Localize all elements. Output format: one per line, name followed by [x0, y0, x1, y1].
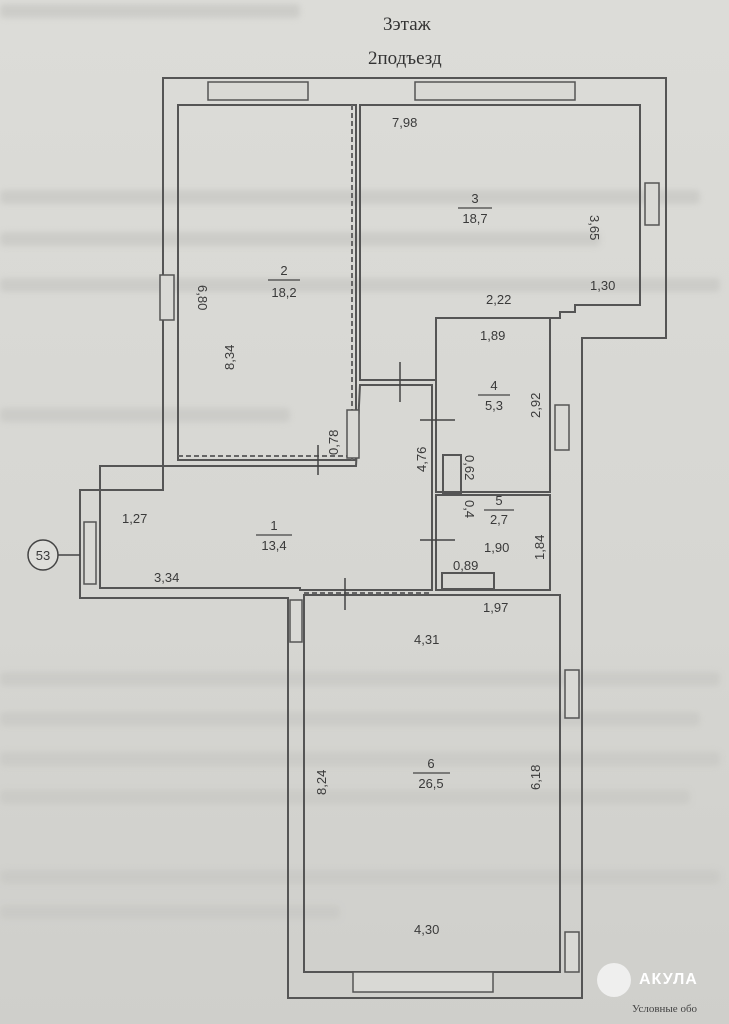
- shark-logo-icon: [597, 963, 631, 997]
- blurred-text-line: [0, 232, 600, 246]
- blurred-text-line: [0, 408, 290, 422]
- dim-label: 1,89: [480, 328, 505, 343]
- window: [414, 81, 576, 101]
- window: [564, 669, 580, 719]
- blurred-text-line: [0, 905, 340, 919]
- apartment-number: 53: [36, 548, 50, 563]
- dim-label: 4,31: [414, 632, 439, 647]
- dim-label: 0,78: [326, 430, 341, 455]
- apartment-marker: [27, 539, 59, 571]
- window: [159, 274, 175, 321]
- window: [644, 182, 660, 226]
- floor-title: 3этаж: [383, 14, 431, 35]
- window: [207, 81, 309, 101]
- blurred-text-line: [0, 712, 700, 726]
- blurred-text-line: [0, 672, 720, 686]
- room-6-number: 6: [427, 756, 434, 771]
- dim-label: 0,62: [462, 455, 477, 480]
- room-3-area: 18,7: [462, 211, 487, 226]
- blurred-text-line: [0, 752, 720, 766]
- room-2-number: 2: [280, 263, 287, 278]
- room-3-outline: [359, 104, 641, 381]
- room-4-number: 4: [490, 378, 497, 393]
- dim-label: 0,4: [462, 500, 477, 518]
- dim-label: 8,34: [222, 345, 237, 370]
- dim-label: 1,90: [484, 540, 509, 555]
- room-1-number: 1: [270, 518, 277, 533]
- blurred-text-line: [0, 790, 690, 804]
- dim-label: 8,24: [314, 770, 329, 795]
- room-2-area: 18,2: [271, 285, 296, 300]
- room-6-outline: [303, 594, 561, 973]
- dim-label: 4,76: [414, 447, 429, 472]
- dim-label: 0,89: [453, 558, 478, 573]
- room-4-area: 5,3: [485, 398, 503, 413]
- dim-label: 3,34: [154, 570, 179, 585]
- legend-caption: Условные обо: [632, 1003, 698, 1015]
- ventilation-shaft: [442, 454, 462, 494]
- window: [564, 931, 580, 973]
- room-1-outline: [99, 384, 433, 591]
- entrance-title: 2подъезд: [368, 48, 442, 69]
- dim-label: 1,97: [483, 600, 508, 615]
- outer-wall: [79, 77, 667, 999]
- window: [352, 971, 494, 993]
- blurred-text-line: [0, 4, 300, 18]
- door-jamb: [289, 599, 303, 643]
- room-6-area: 26,5: [418, 776, 443, 791]
- room-5-number: 5: [495, 493, 502, 508]
- dim-label: 3,65: [587, 215, 602, 240]
- watermark-brand: АКУЛА: [639, 971, 698, 988]
- window: [554, 404, 570, 451]
- room-5-outline: [435, 494, 551, 591]
- dim-label: 1,30: [590, 278, 615, 293]
- dim-label: 7,98: [392, 115, 417, 130]
- dim-label: 6,80: [195, 285, 210, 310]
- dim-label: 1,84: [532, 535, 547, 560]
- dim-label: 2,22: [486, 292, 511, 307]
- room-5-area: 2,7: [490, 512, 508, 527]
- room-2-outline: [177, 104, 357, 461]
- dim-label: 6,18: [528, 765, 543, 790]
- ventilation-shaft: [441, 572, 495, 590]
- room-3-number: 3: [471, 191, 478, 206]
- blurred-text-line: [0, 870, 720, 884]
- watermark-logo: АКУЛА: [597, 963, 698, 997]
- room-1-area: 13,4: [261, 538, 286, 553]
- dim-label: 2,92: [528, 393, 543, 418]
- dim-label: 1,27: [122, 511, 147, 526]
- entrance-door: [83, 521, 97, 585]
- dim-label: 4,30: [414, 922, 439, 937]
- door-jamb: [346, 409, 360, 459]
- room-4-outline: [435, 317, 551, 493]
- blurred-text-line: [0, 190, 700, 204]
